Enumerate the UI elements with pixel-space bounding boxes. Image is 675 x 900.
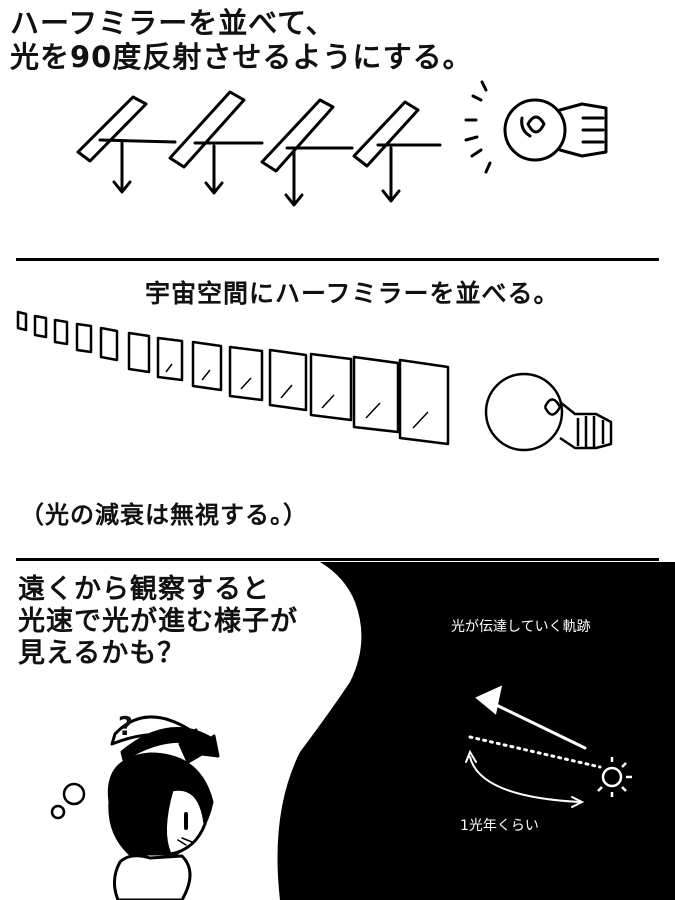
- light-trail-label: 光が伝達していく軌跡: [451, 616, 591, 636]
- panel-mirror-reflection: ハーフミラーを並べて、 光を90度反射させるようにする。: [0, 0, 675, 258]
- girl-character: [109, 717, 218, 900]
- speech-text: 遠くから観察すると 光速で光が進む様子が 見えるかも？: [18, 574, 298, 670]
- question-mark: ?: [118, 712, 133, 742]
- half-mirror-4: [354, 102, 440, 201]
- half-mirror-2: [170, 92, 262, 193]
- distance-label: 1光年くらい: [460, 815, 539, 835]
- panel2-note: （光の減衰は無視する。）: [20, 495, 308, 530]
- night-sky-background: [278, 562, 675, 900]
- panel-divider: [16, 558, 659, 561]
- thought-bubbles: [52, 784, 84, 818]
- half-mirror-row: [18, 312, 448, 444]
- half-mirror-1: [78, 97, 175, 192]
- panel-observation: 遠くから観察すると 光速で光が進む様子が 見えるかも？ 光が伝達していく軌跡 1…: [0, 562, 675, 900]
- panel-divider: [16, 258, 659, 261]
- half-mirror-3: [262, 100, 352, 205]
- light-bulb-1: [466, 82, 606, 172]
- panel-mirrors-in-space: 宇宙空間にハーフミラーを並べる。: [0, 262, 675, 558]
- light-bulb-2: [486, 374, 611, 450]
- mirror-reflection-drawing: [0, 0, 675, 258]
